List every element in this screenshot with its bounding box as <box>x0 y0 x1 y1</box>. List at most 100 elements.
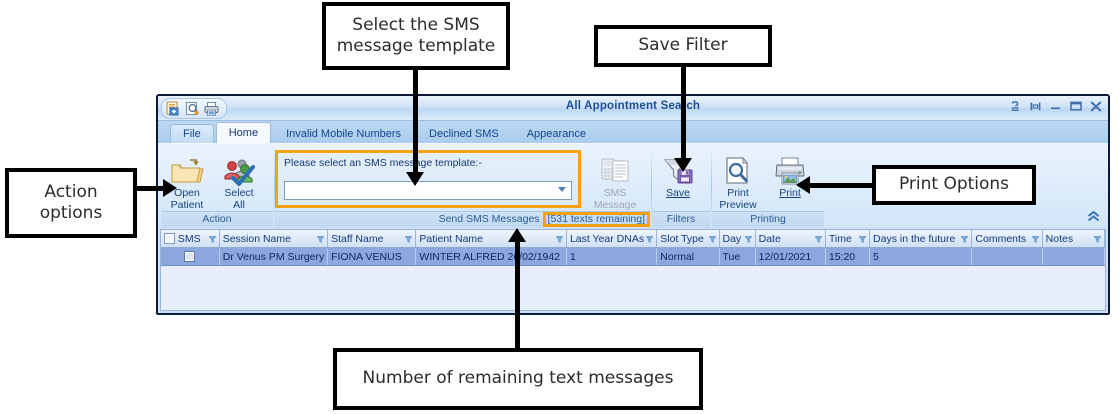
column-header-label: Last Year DNAs <box>569 232 645 245</box>
filter-icon[interactable] <box>208 234 217 243</box>
filter-icon[interactable] <box>814 234 823 243</box>
column-header-slot-type[interactable]: Slot Type <box>656 230 720 248</box>
open-patient-button[interactable]: Open Patient <box>161 150 213 211</box>
print-preview-line2: Preview <box>719 198 757 211</box>
print-preview-button[interactable]: Print Preview <box>712 150 764 211</box>
select-all-line1: Select <box>224 187 254 199</box>
column-header-label: Notes <box>1045 232 1074 245</box>
tab-declined-sms-label: Declined SMS <box>429 128 499 140</box>
print-preview-icon <box>721 154 755 186</box>
window-controls[interactable] <box>1009 99 1102 113</box>
filter-icon[interactable] <box>744 234 752 243</box>
minimize-icon[interactable] <box>1049 99 1062 113</box>
filter-icon[interactable] <box>405 234 413 243</box>
close-icon[interactable] <box>1089 99 1102 113</box>
column-header-staff-name[interactable]: Staff Name <box>327 230 417 248</box>
print-button[interactable]: Print <box>764 150 816 200</box>
table-cell-time[interactable]: 15:20 <box>825 247 871 266</box>
filter-icon[interactable] <box>858 234 867 243</box>
sms-message-icon <box>598 154 632 186</box>
open-patient-line1: Open <box>174 187 200 199</box>
title-bar: All Appointment Search <box>158 96 1108 121</box>
print-icon[interactable] <box>203 101 220 117</box>
group-divider <box>274 146 275 227</box>
annotation-arrow-action-options <box>137 186 163 191</box>
help-icon[interactable] <box>1009 99 1022 113</box>
chevron-double-up-icon[interactable] <box>1087 210 1100 225</box>
annotation-arrowhead-save-filter <box>674 158 692 172</box>
column-header-days-in-the-future[interactable]: Days in the future <box>869 230 973 248</box>
window-title: All Appointment Search <box>565 100 701 112</box>
tab-file[interactable]: File <box>170 124 214 143</box>
column-header-notes[interactable]: Notes <box>1042 230 1105 248</box>
tab-invalid-mobile-numbers[interactable]: Invalid Mobile Numbers <box>273 124 414 143</box>
table-cell-slot-type[interactable]: Normal <box>656 247 720 266</box>
tab-home[interactable]: Home <box>215 122 272 143</box>
ribbon-group-send-sms-label: Send SMS Messages [531 texts remaining] <box>275 211 650 227</box>
table-cell-day[interactable]: Tue <box>719 247 756 266</box>
save-filter-line1: Save <box>666 187 690 199</box>
column-header-label: Days in the future <box>873 232 956 245</box>
sms-message-button: SMS Message <box>589 150 641 211</box>
column-header-comments[interactable]: Comments <box>971 230 1043 248</box>
ribbon-group-printing-label: Printing <box>712 211 824 227</box>
sms-template-panel: Please select an SMS message template:- <box>275 150 581 208</box>
maximize-icon[interactable] <box>1069 99 1082 113</box>
select-all-checkbox[interactable] <box>164 233 175 245</box>
filter-icon[interactable] <box>1031 234 1040 243</box>
sms-message-line2: Message <box>593 198 637 211</box>
filter-icon[interactable] <box>645 234 654 243</box>
column-header-patient-name[interactable]: Patient Name <box>415 230 567 248</box>
annotation-print-options-text: Print Options <box>898 174 1010 195</box>
filter-icon[interactable] <box>961 234 969 243</box>
filter-icon[interactable] <box>555 234 564 243</box>
table-cell-notes[interactable] <box>1042 247 1105 266</box>
column-header-time[interactable]: Time <box>825 230 871 248</box>
quick-access-toolbar[interactable] <box>161 98 227 119</box>
column-header-label: Slot Type <box>660 232 704 245</box>
column-header-date[interactable]: Date <box>755 230 826 248</box>
column-header-last-year-dnas[interactable]: Last Year DNAs <box>566 230 658 248</box>
table-cell-session-name[interactable]: Dr Venus PM Surgery <box>219 247 329 266</box>
print-preview-icon[interactable] <box>184 101 201 117</box>
annotation-arrowhead-select-template <box>406 172 424 186</box>
ribbon-group-filters-label: Filters <box>652 211 710 227</box>
annotation-arrowhead-print-options <box>796 176 810 194</box>
annotation-print-options: Print Options <box>872 165 1036 205</box>
filter-icon[interactable] <box>1093 234 1102 243</box>
table-cell-staff-name[interactable]: FIONA VENUS <box>327 247 417 266</box>
restore-down-icon[interactable] <box>1029 99 1042 113</box>
table-cell-patient-name[interactable]: WINTER ALFRED 26/02/1942 <box>415 247 567 266</box>
filter-icon[interactable] <box>316 234 325 243</box>
table-cell-days-in-the-future[interactable]: 5 <box>869 247 973 266</box>
tab-appearance[interactable]: Appearance <box>514 124 599 143</box>
column-header-session-name[interactable]: Session Name <box>219 230 329 248</box>
tab-declined-sms[interactable]: Declined SMS <box>416 124 512 143</box>
table-cell-date[interactable]: 12/01/2021 <box>755 247 826 266</box>
column-header-label: Time <box>828 232 852 245</box>
new-document-icon[interactable] <box>165 101 182 117</box>
column-header-label: Day <box>722 232 742 245</box>
select-all-button[interactable]: Select All <box>213 150 265 211</box>
annotation-remaining-texts: Number of remaining text messages <box>333 348 703 410</box>
ribbon-tabs[interactable]: File Home Invalid Mobile Numbers Decline… <box>158 121 1108 143</box>
table-cell-comments[interactable] <box>971 247 1043 266</box>
annotation-arrow-print-options <box>810 183 874 188</box>
filter-icon[interactable] <box>708 234 716 243</box>
table-cell-last-year-dnas[interactable]: 1 <box>566 247 658 266</box>
column-header-sms[interactable]: SMS <box>161 230 220 248</box>
group-divider <box>711 146 712 227</box>
select-all-users-icon <box>222 154 256 186</box>
column-header-day[interactable]: Day <box>719 230 756 248</box>
sms-template-select[interactable] <box>284 181 572 200</box>
chevron-down-icon[interactable] <box>558 187 566 192</box>
tab-appearance-label: Appearance <box>526 128 587 140</box>
row-checkbox[interactable] <box>184 251 196 263</box>
table-cell-sms[interactable] <box>161 247 220 266</box>
